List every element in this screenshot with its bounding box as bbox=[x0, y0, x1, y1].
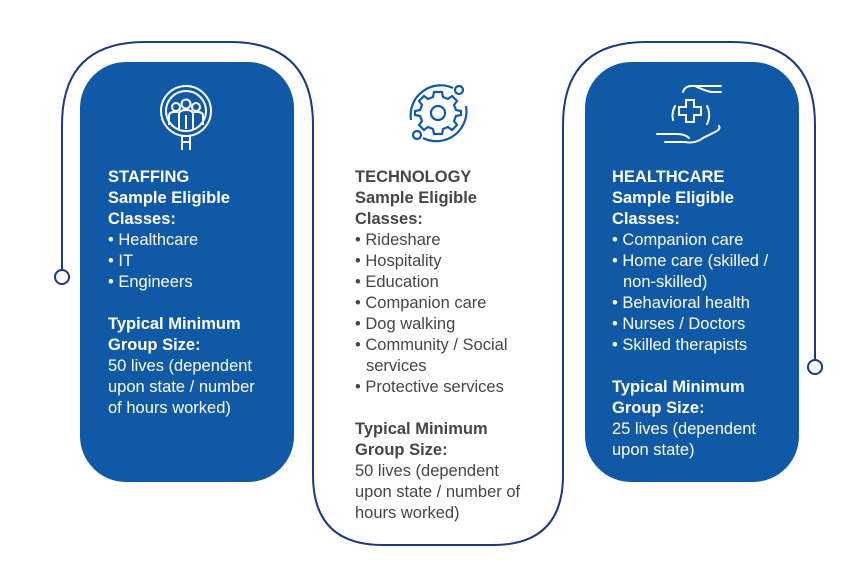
min-group-value: 50 lives (dependent bbox=[108, 357, 253, 375]
list-item: • Engineers bbox=[108, 273, 193, 291]
healthcare-card bbox=[585, 62, 799, 482]
gear-orbit-icon bbox=[409, 84, 468, 143]
list-item: • Companion care bbox=[355, 294, 487, 312]
staffing-heading: Sample Eligible bbox=[108, 189, 230, 207]
staffing-card bbox=[80, 62, 294, 482]
list-item: • Hospitality bbox=[355, 252, 442, 270]
list-item: • Education bbox=[355, 273, 439, 291]
technology-heading: Sample Eligible bbox=[355, 189, 477, 207]
healthcare-title: HEALTHCARE bbox=[612, 168, 725, 186]
list-item: • Community / Social services bbox=[355, 336, 508, 375]
technology-heading: Classes: bbox=[355, 210, 423, 228]
list-item: • Dog walking bbox=[355, 315, 456, 333]
list-item: • Behavioral health bbox=[612, 294, 750, 312]
min-group-value: of hours worked) bbox=[108, 399, 231, 417]
technology-title: TECHNOLOGY bbox=[355, 168, 472, 186]
hands-medical-cross-icon bbox=[656, 84, 722, 144]
list-item: • Rideshare bbox=[355, 231, 441, 249]
min-group-heading: Group Size: bbox=[355, 441, 448, 459]
min-group-value: hours worked) bbox=[355, 504, 460, 522]
min-group-value: upon state) bbox=[612, 441, 695, 459]
list-item: • Healthcare bbox=[108, 231, 199, 249]
list-item: • Nurses / Doctors bbox=[612, 315, 746, 333]
list-item: • IT bbox=[108, 252, 134, 270]
list-item: • Protective services bbox=[355, 378, 504, 396]
min-group-heading: Group Size: bbox=[612, 399, 705, 417]
healthcare-heading: Sample Eligible bbox=[612, 189, 734, 207]
min-group-heading: Typical Minimum bbox=[108, 315, 241, 333]
people-magnifier-icon bbox=[160, 85, 212, 150]
min-group-value: upon state / number bbox=[108, 378, 255, 396]
staffing-text: STAFFING Sample Eligible Classes: • Heal… bbox=[108, 167, 288, 419]
min-group-value: 25 lives (dependent bbox=[612, 420, 757, 438]
staffing-title: STAFFING bbox=[108, 168, 190, 186]
min-group-value: 50 lives (dependent bbox=[355, 462, 500, 480]
list-item: • Home care (skilled / non-skilled) bbox=[612, 252, 769, 291]
connector-end-dot bbox=[807, 359, 823, 375]
staffing-heading: Classes: bbox=[108, 210, 176, 228]
min-group-heading: Typical Minimum bbox=[612, 378, 745, 396]
connector-start-dot bbox=[54, 269, 70, 285]
list-item: • Companion care bbox=[612, 231, 744, 249]
min-group-heading: Group Size: bbox=[108, 336, 201, 354]
list-item: • Skilled therapists bbox=[612, 336, 748, 354]
healthcare-heading: Classes: bbox=[612, 210, 680, 228]
min-group-heading: Typical Minimum bbox=[355, 420, 488, 438]
technology-text: TECHNOLOGY Sample Eligible Classes: • Ri… bbox=[355, 167, 545, 524]
healthcare-text: HEALTHCARE Sample Eligible Classes: • Co… bbox=[612, 167, 792, 461]
min-group-value: upon state / number of bbox=[355, 483, 521, 501]
